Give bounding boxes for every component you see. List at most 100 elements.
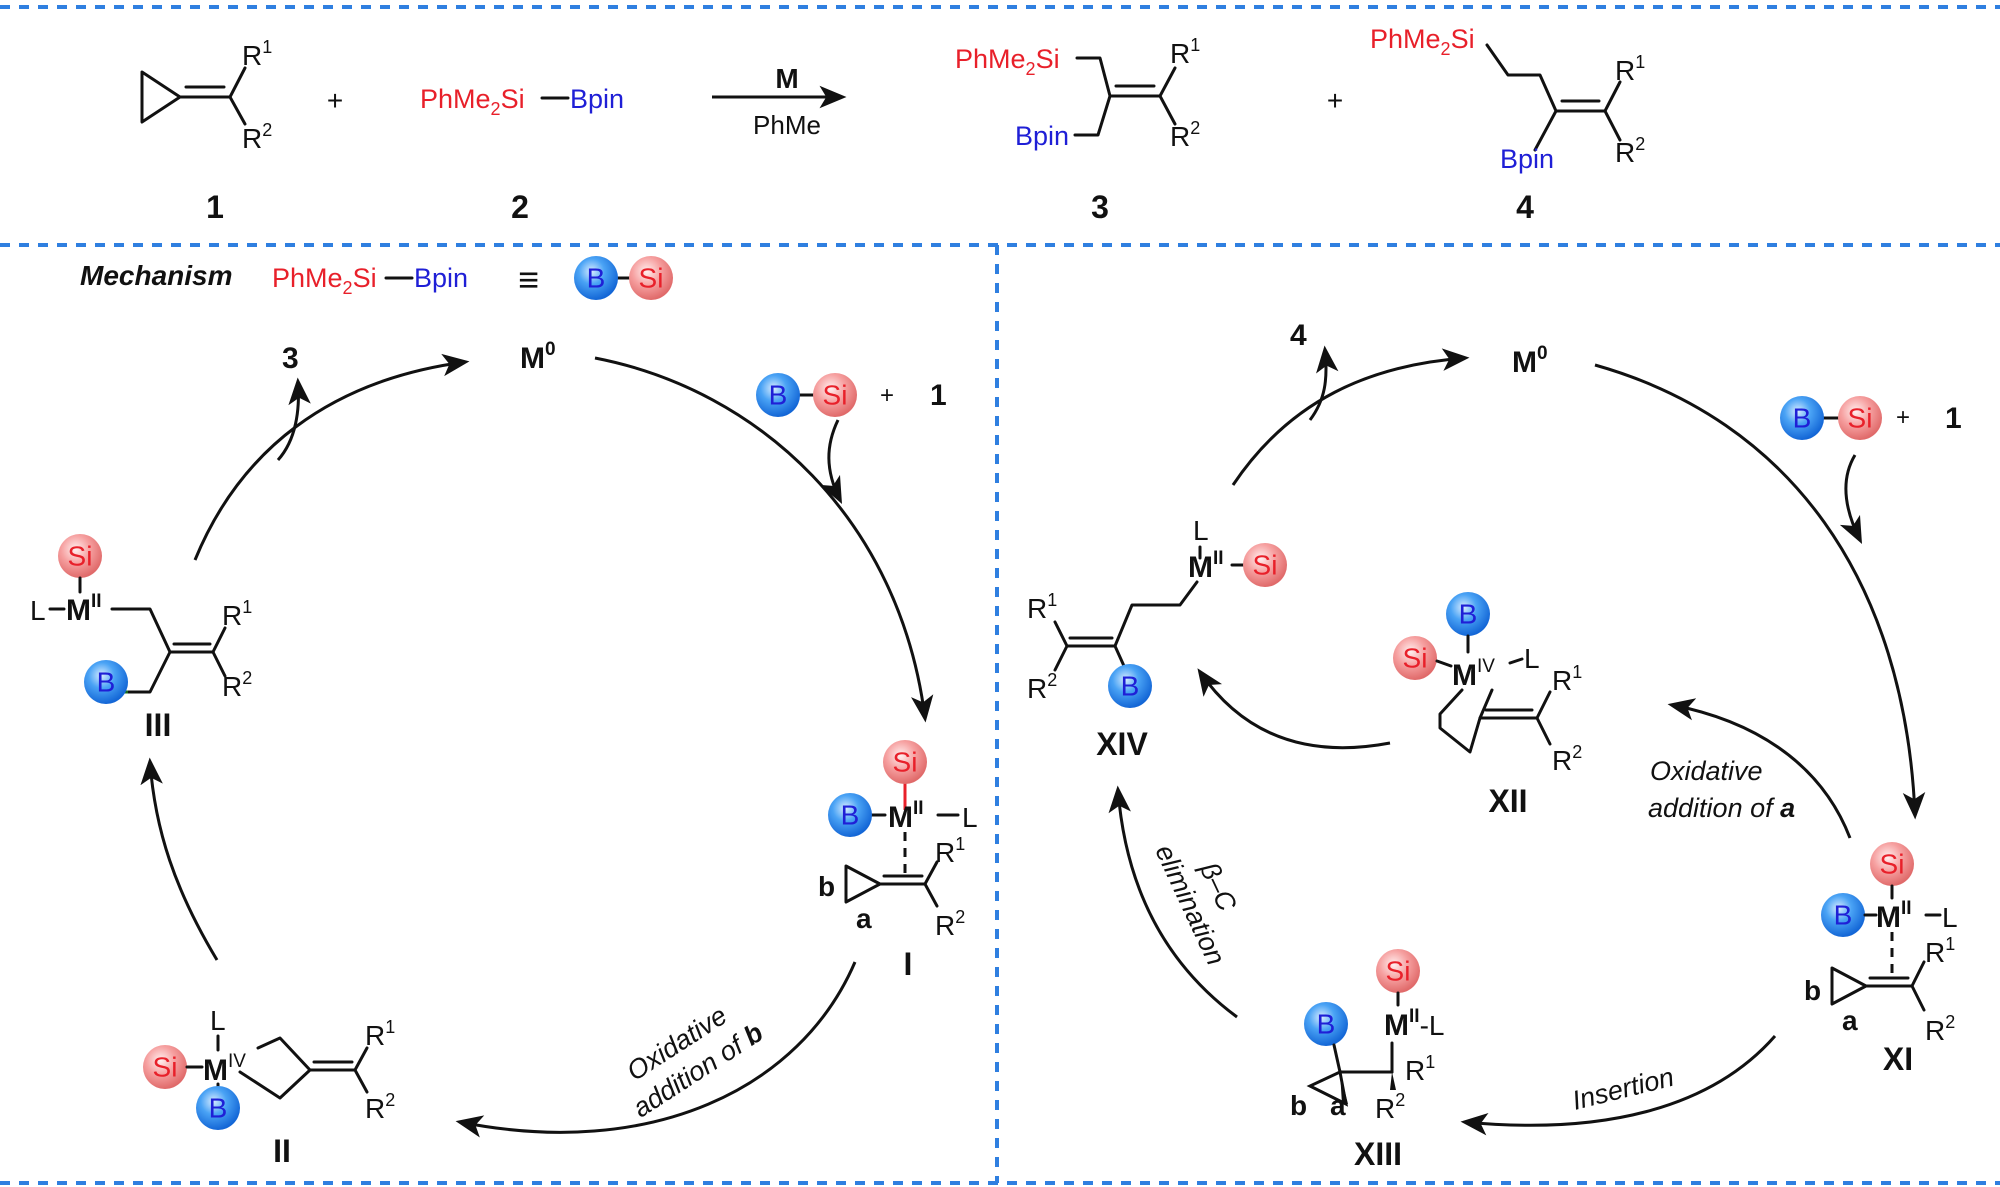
silicon-ball-icon — [1870, 842, 1914, 886]
backbone — [1485, 43, 1558, 152]
r1-label: R1 — [1615, 52, 1645, 86]
r1-label: R1 — [242, 37, 272, 71]
boron-ball-icon — [196, 1086, 240, 1130]
intermediate-label: XI — [1883, 1041, 1913, 1077]
boron-ball-icon — [84, 660, 128, 704]
silicon-ball-icon — [143, 1045, 187, 1089]
boron-ball-label: B — [841, 800, 860, 831]
r1-label: R1 — [1552, 662, 1582, 696]
r2-label: R2 — [1925, 1012, 1955, 1046]
arrow-m0-to-I — [594, 356, 934, 723]
metal-center: MIV — [1452, 656, 1495, 692]
boron-ball-label: B — [1834, 900, 1853, 931]
r1-label: R1 — [365, 1017, 395, 1051]
bond-r2 — [1158, 94, 1177, 126]
silicon-ball-icon — [1838, 396, 1882, 440]
metal-center: MII — [888, 798, 924, 834]
arrow-product-3-release — [276, 377, 311, 462]
bond-label-a: a — [1330, 1090, 1346, 1121]
reagent-in: B Si + 1 — [756, 373, 947, 417]
arrow-product-4-release — [1308, 345, 1339, 421]
substrate-label: 1 — [1945, 402, 1962, 435]
plus-sign: + — [327, 85, 343, 116]
left-catalytic-cycle: M0 B Si + 1 Si B MII L — [30, 339, 978, 1169]
right-catalytic-cycle: M0 B Si + 1 Si B MII L — [1027, 319, 1962, 1172]
arrow-III-to-m0 — [193, 353, 470, 561]
boron-ball-label: B — [97, 667, 116, 698]
bond-label-b: b — [818, 871, 835, 902]
ligand-label: L — [1193, 515, 1209, 546]
bond-r2 — [923, 882, 939, 908]
intermediate-XII: B Si MIV L R1 R2 XII — [1393, 592, 1582, 819]
boron-ball-label: B — [1459, 599, 1478, 630]
silicon-ball-icon — [629, 256, 673, 300]
step-label-beta-c-elimination: β–C elimination — [1149, 840, 1242, 970]
r1-label: R1 — [1027, 590, 1057, 624]
silicon-ball-label: Si — [893, 747, 918, 778]
mechanism-title: Mechanism — [80, 260, 233, 291]
catalyst-m0: M0 — [1512, 343, 1548, 379]
arrow-m0-to-XI — [1594, 363, 1926, 820]
ligand-label: L — [1942, 902, 1958, 933]
bond-label-a: a — [856, 903, 872, 934]
bond-r2 — [353, 1068, 369, 1094]
bond-label-b: b — [1804, 975, 1821, 1006]
backbone — [1113, 580, 1199, 648]
bond-r2 — [1603, 109, 1622, 142]
arrow-XI-to-XIII — [1460, 1035, 1777, 1136]
legend-ball-pair: B Si — [574, 256, 673, 300]
arrow-reagent-entry — [1839, 454, 1863, 545]
silicon-ball-icon — [1393, 636, 1437, 680]
catalyst-m0: M0 — [520, 339, 556, 375]
product-out-label: 3 — [282, 342, 299, 375]
arrow-XI-to-XII — [1667, 698, 1852, 839]
silyl-group: PhMe2Si — [1370, 24, 1475, 59]
legend-silyl: PhMe2Si — [272, 263, 377, 298]
r2-label: R2 — [365, 1090, 395, 1124]
reaction-arrow: M PhMe — [712, 63, 847, 140]
plus-sign: + — [1896, 404, 1910, 431]
intermediate-label: I — [904, 946, 913, 982]
r1-label: R1 — [1170, 35, 1200, 69]
wedge-bond — [1340, 1072, 1348, 1104]
step-label-oxidative-addition-b: Oxidative addition of b — [621, 1000, 768, 1123]
metal-center: MII-L — [1384, 1006, 1444, 1042]
bond-r1 — [923, 860, 939, 886]
m-l-bond — [1508, 657, 1524, 665]
legend-boryl: Bpin — [414, 263, 468, 293]
bond-r1 — [1158, 66, 1177, 98]
boron-ball-icon — [574, 256, 618, 300]
compound-label-3: 3 — [1091, 189, 1109, 225]
intermediate-II: L Si MIV B R1 R2 II — [143, 1005, 395, 1169]
ligand-label: L — [210, 1005, 226, 1036]
boron-ball-icon — [1780, 396, 1824, 440]
boron-ball-label: B — [209, 1093, 228, 1124]
c-b-bond — [1332, 1043, 1342, 1074]
metal-center: MII — [66, 591, 102, 627]
backbone — [1073, 56, 1112, 137]
bond-r2 — [1910, 984, 1926, 1012]
r2-label: R2 — [242, 120, 272, 154]
reactant-1: R1 R2 1 — [140, 37, 272, 225]
compound-label-4: 4 — [1516, 189, 1534, 225]
compound-label-2: 2 — [511, 189, 529, 225]
intermediate-label: III — [145, 707, 172, 743]
bond-r1 — [1053, 620, 1069, 648]
boron-ball-label: B — [587, 263, 606, 294]
metallacycle — [238, 1036, 312, 1100]
r2-label: R2 — [1375, 1090, 1405, 1124]
intermediate-III: Si L MII B R1 R2 III — [30, 534, 252, 743]
intermediate-XIII: Si MII-L B R1 R2 b a XIII — [1290, 949, 1444, 1172]
metal-center: MIV — [203, 1051, 246, 1087]
r2-label: R2 — [935, 907, 965, 941]
product-3: PhMe2Si Bpin R1 R2 3 — [955, 35, 1200, 225]
arrow-reagent-entry — [819, 419, 843, 505]
bond-r2 — [1535, 716, 1552, 746]
r2-label: R2 — [1170, 118, 1200, 152]
silyl-group: PhMe2Si — [955, 44, 1060, 79]
bond-r2 — [1053, 644, 1069, 672]
boryl-group: Bpin — [570, 84, 624, 114]
bond-r1 — [211, 626, 227, 654]
reagent-in: B Si + 1 — [1780, 396, 1962, 440]
